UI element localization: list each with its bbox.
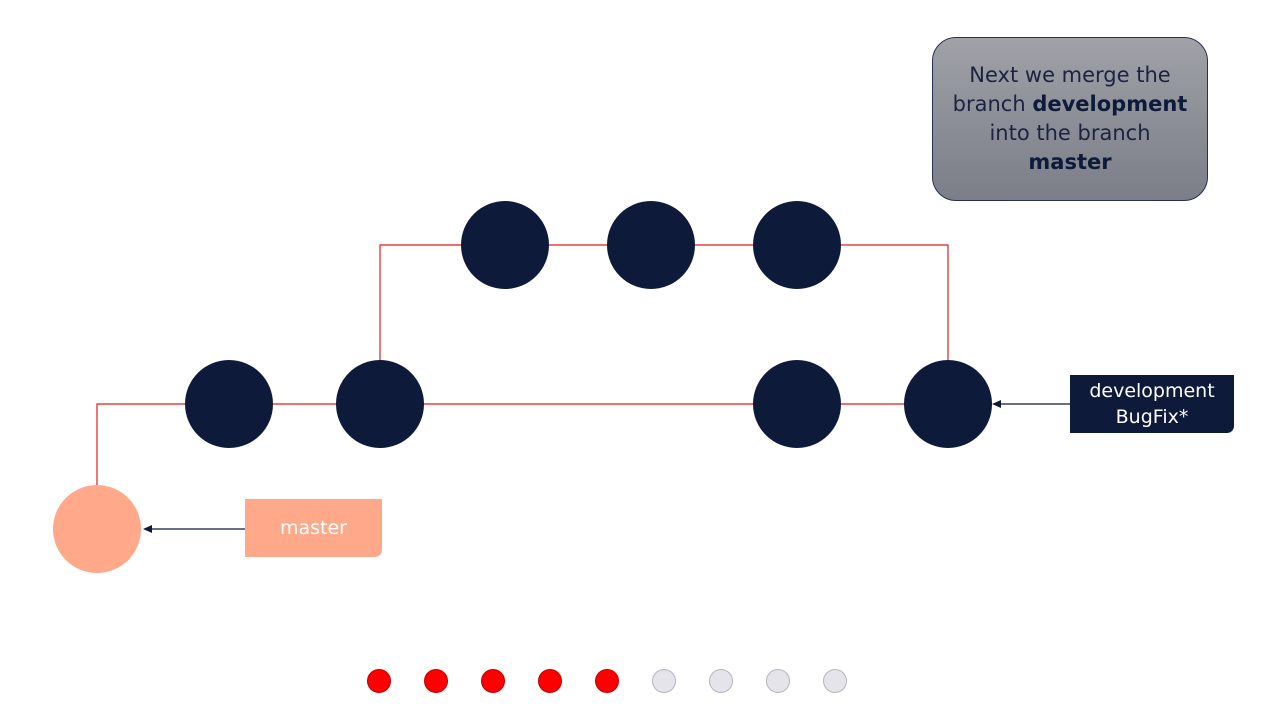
step-progress-indicator: [367, 669, 847, 693]
progress-step-pending[interactable]: [709, 669, 733, 693]
progress-step-pending[interactable]: [823, 669, 847, 693]
edge-master-to-c1: [96, 403, 185, 485]
arrowhead-master-icon: [143, 525, 152, 533]
commit-node: [461, 201, 549, 289]
explanation-note: Next we merge the branch development int…: [932, 37, 1208, 201]
commit-node: [185, 360, 273, 448]
edge-c2-to-c3: [379, 244, 461, 360]
edge-c5-to-c7: [841, 244, 949, 360]
progress-step-completed[interactable]: [367, 669, 391, 693]
branch-label-bugfix-text: BugFix*: [1115, 406, 1189, 428]
note-line-2-prefix: branch: [952, 92, 1033, 116]
commit-development-head: [904, 360, 992, 448]
commit-node: [753, 360, 841, 448]
progress-step-completed[interactable]: [424, 669, 448, 693]
commit-node: [753, 201, 841, 289]
note-branch-master: master: [1028, 150, 1112, 174]
note-branch-development: development: [1032, 92, 1188, 116]
commit-node: [336, 360, 424, 448]
progress-step-pending[interactable]: [652, 669, 676, 693]
progress-step-completed[interactable]: [595, 669, 619, 693]
note-line-3: into the branch: [989, 121, 1151, 145]
commit-master-head: [53, 485, 141, 573]
branch-label-master-text: master: [279, 517, 347, 539]
note-line-1: Next we merge the: [969, 63, 1171, 87]
progress-step-completed[interactable]: [538, 669, 562, 693]
commit-node: [607, 201, 695, 289]
progress-step-completed[interactable]: [481, 669, 505, 693]
progress-step-pending[interactable]: [766, 669, 790, 693]
branch-label-master: master: [245, 499, 382, 557]
branch-label-development-text: development: [1089, 380, 1215, 402]
arrowhead-development-icon: [992, 400, 1001, 408]
branch-label-development: development BugFix*: [1070, 375, 1234, 433]
note-text: Next we merge the branch development int…: [950, 61, 1190, 177]
